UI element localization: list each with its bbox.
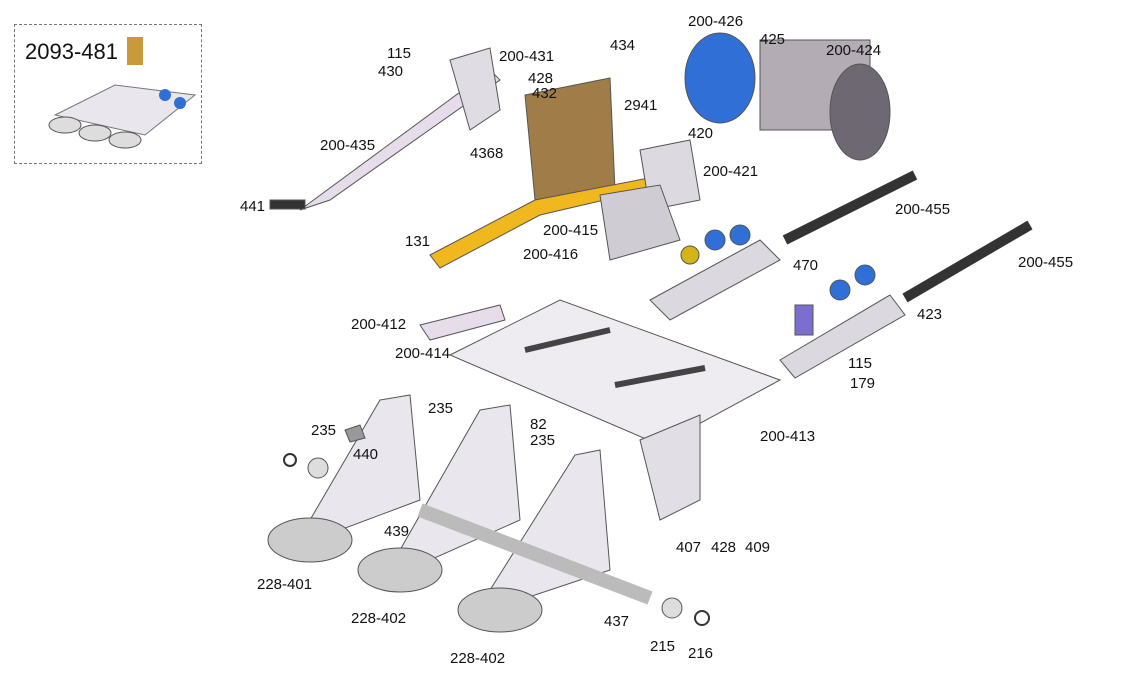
label-423: 423	[917, 306, 943, 323]
pedal-pad-228-402	[357, 547, 443, 593]
fitting	[729, 224, 751, 246]
pedal-pad-228-401	[267, 517, 353, 563]
label-200-414: 200-414	[395, 345, 451, 362]
label-440: 440	[353, 446, 379, 463]
washer	[307, 457, 329, 479]
fitting	[680, 245, 700, 265]
pedal-arm	[489, 449, 611, 601]
label-228-401: 228-401	[257, 576, 313, 593]
fitting	[829, 279, 851, 301]
label-200-413: 200-413	[760, 428, 816, 445]
assembly-thumbnail	[48, 37, 197, 149]
label-420: 420	[688, 125, 714, 142]
label-200-431: 200-431	[499, 48, 555, 65]
label-179: 179	[850, 375, 876, 392]
label-432: 432	[532, 85, 558, 102]
assembly-number: 2093-481	[25, 39, 118, 64]
label-216: 216	[688, 645, 714, 662]
assembly-inset: 2093-481	[14, 24, 202, 164]
ring	[283, 453, 297, 467]
label-115: 115	[848, 355, 872, 372]
nut-235	[344, 424, 366, 443]
label-200-424: 200-424	[826, 42, 882, 59]
label-434: 434	[610, 37, 636, 54]
label-235: 235	[428, 400, 454, 417]
spring	[614, 365, 706, 388]
fitting	[794, 304, 814, 336]
label-2941: 2941	[624, 97, 658, 114]
manifold-423	[779, 294, 906, 379]
pedal-arm	[309, 394, 421, 531]
frame	[448, 299, 782, 446]
label-215: 215	[650, 638, 676, 655]
label-235: 235	[530, 432, 556, 449]
pedal-shaft-437	[417, 503, 653, 605]
label-228-402: 228-402	[450, 650, 506, 667]
label-200-415: 200-415	[543, 222, 599, 239]
lever-arm	[299, 69, 501, 211]
manifold-470	[649, 239, 781, 321]
bolt	[269, 199, 306, 210]
label-428: 428	[711, 539, 737, 556]
label-200-412: 200-412	[351, 316, 407, 333]
label-82: 82	[530, 416, 547, 433]
label-200-426: 200-426	[688, 13, 744, 30]
fitting	[854, 264, 876, 286]
label-428: 428	[528, 70, 554, 87]
label-430: 430	[378, 63, 404, 80]
bracket	[449, 47, 501, 131]
label-441: 441	[240, 198, 266, 215]
label-200-421: 200-421	[703, 163, 759, 180]
ring-216	[694, 610, 710, 626]
motor-end	[829, 63, 891, 161]
label-200-416: 200-416	[523, 246, 579, 263]
label-131: 131	[405, 233, 431, 250]
label-228-402: 228-402	[351, 610, 407, 627]
fitting	[704, 229, 726, 251]
label-407: 407	[676, 539, 702, 556]
shaft	[902, 220, 1033, 303]
label-200-435: 200-435	[320, 137, 376, 154]
spring	[524, 327, 611, 353]
label-437: 437	[604, 613, 630, 630]
label-200-455: 200-455	[1018, 254, 1074, 271]
label-4368: 4368	[470, 145, 504, 162]
label-425: 425	[760, 31, 786, 48]
label-409: 409	[745, 539, 771, 556]
label-200-455: 200-455	[895, 201, 951, 218]
motor-coupling	[684, 32, 756, 124]
label-470: 470	[793, 257, 819, 274]
label-439: 439	[384, 523, 410, 540]
pedal-pad-228-402	[457, 587, 543, 633]
shaft	[782, 170, 918, 245]
frame-leg	[639, 414, 701, 521]
label-235: 235	[311, 422, 337, 439]
clamp-block	[599, 184, 681, 261]
label-115: 115	[387, 45, 411, 62]
washer-215	[661, 597, 683, 619]
link-200-412	[419, 304, 506, 341]
